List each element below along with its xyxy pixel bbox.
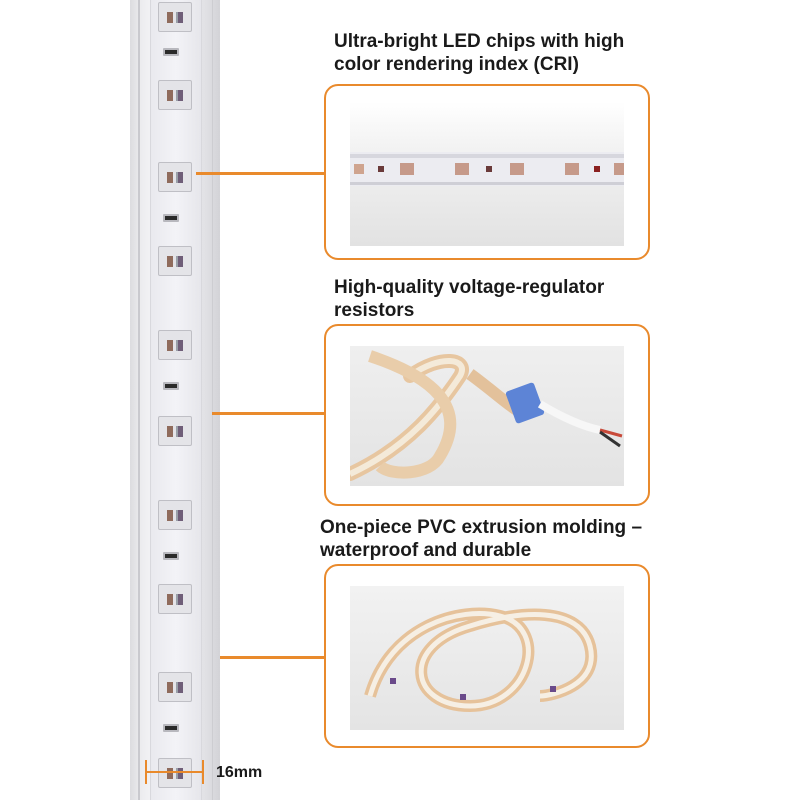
feature-2-frame [324,324,650,506]
led-chip [158,584,192,614]
feature-1-frame [324,84,650,260]
resistor [163,48,179,56]
feature-3-line2: waterproof and durable [320,540,532,561]
feature-3-line1: One-piece PVC extrusion molding – [320,517,643,538]
feature-1-line1: Ultra-bright LED chips with high [334,31,625,52]
led-chips-photo [350,102,624,246]
feature-2-caption: High-quality voltage-regulator resistors [334,276,604,322]
feature-2-line1: High-quality voltage-regulator [334,277,605,298]
led-chip [158,500,192,530]
connector-line-3 [220,656,326,659]
led-chip [158,672,192,702]
connector-line-2 [212,412,326,415]
connector-line-1 [196,172,326,175]
led-chip [158,162,192,192]
led-chip [158,246,192,276]
led-chip [158,330,192,360]
resistor [163,382,179,390]
resistor [163,724,179,732]
led-chip [158,2,192,32]
resistor [163,214,179,222]
led-chip [158,416,192,446]
feature-2-line2: resistors [334,300,415,321]
feature-1-line2: color rendering index (CRI) [334,54,579,75]
feature-3-frame [324,564,650,748]
pvc-strip-photo [350,586,624,730]
led-chip [158,758,192,788]
feature-1-caption: Ultra-bright LED chips with high color r… [334,30,624,76]
resistor [163,552,179,560]
width-label: 16mm [216,764,263,781]
led-chip [158,80,192,110]
resistors-photo [350,346,624,486]
feature-3-caption: One-piece PVC extrusion molding – waterp… [320,516,642,562]
